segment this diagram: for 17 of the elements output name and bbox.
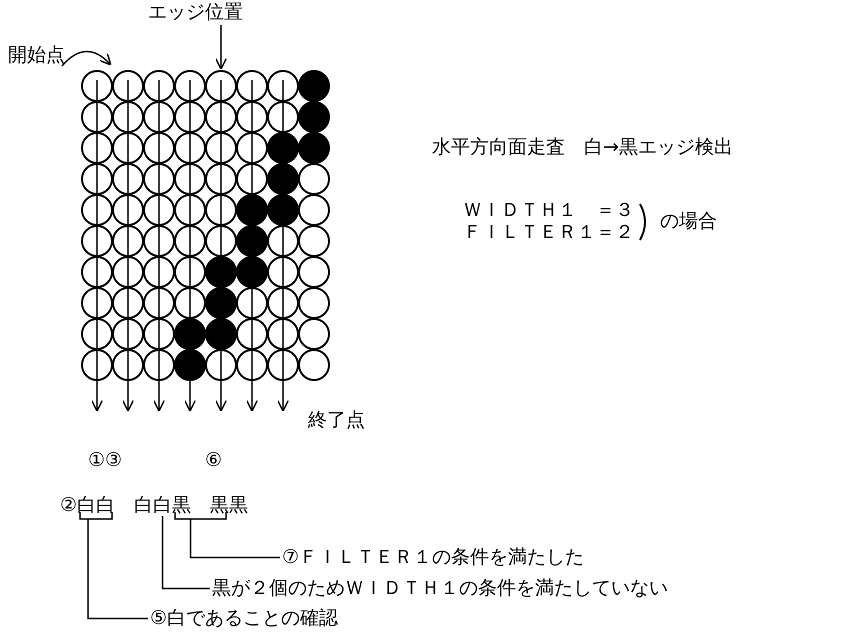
leader-line (79, 511, 149, 620)
annotation-text: ⑦ＦＩＬＴＥＲ１の条件を満たした (282, 547, 584, 568)
label-text: の場合 (660, 211, 717, 232)
leader-line (162, 516, 210, 590)
label-text: 開始点 (8, 45, 65, 66)
heading-text: 水平方向面走査 白→黒エッジ検出 (432, 137, 733, 158)
step-number: ⑥ (205, 450, 222, 471)
label-text: 終了点 (308, 410, 365, 431)
arrow (214, 24, 228, 70)
label-text: エッジ位置 (148, 2, 243, 23)
step-number: ①③ (88, 450, 122, 471)
annotation-text: 黒が２個のためＷＩＤＴＨ１の条件を満たしていない (212, 578, 668, 599)
leader-line (174, 511, 281, 558)
pixel-value-text: ②白白 白白黒 黒黒 (60, 495, 248, 516)
parameter-text: ＷＩＤＴＨ１ ＝３ (463, 200, 634, 221)
parameter-text: ＦＩＬＴＥＲ１＝２ (463, 222, 634, 243)
annotation-text: ⑤白であることの確認 (150, 608, 338, 629)
